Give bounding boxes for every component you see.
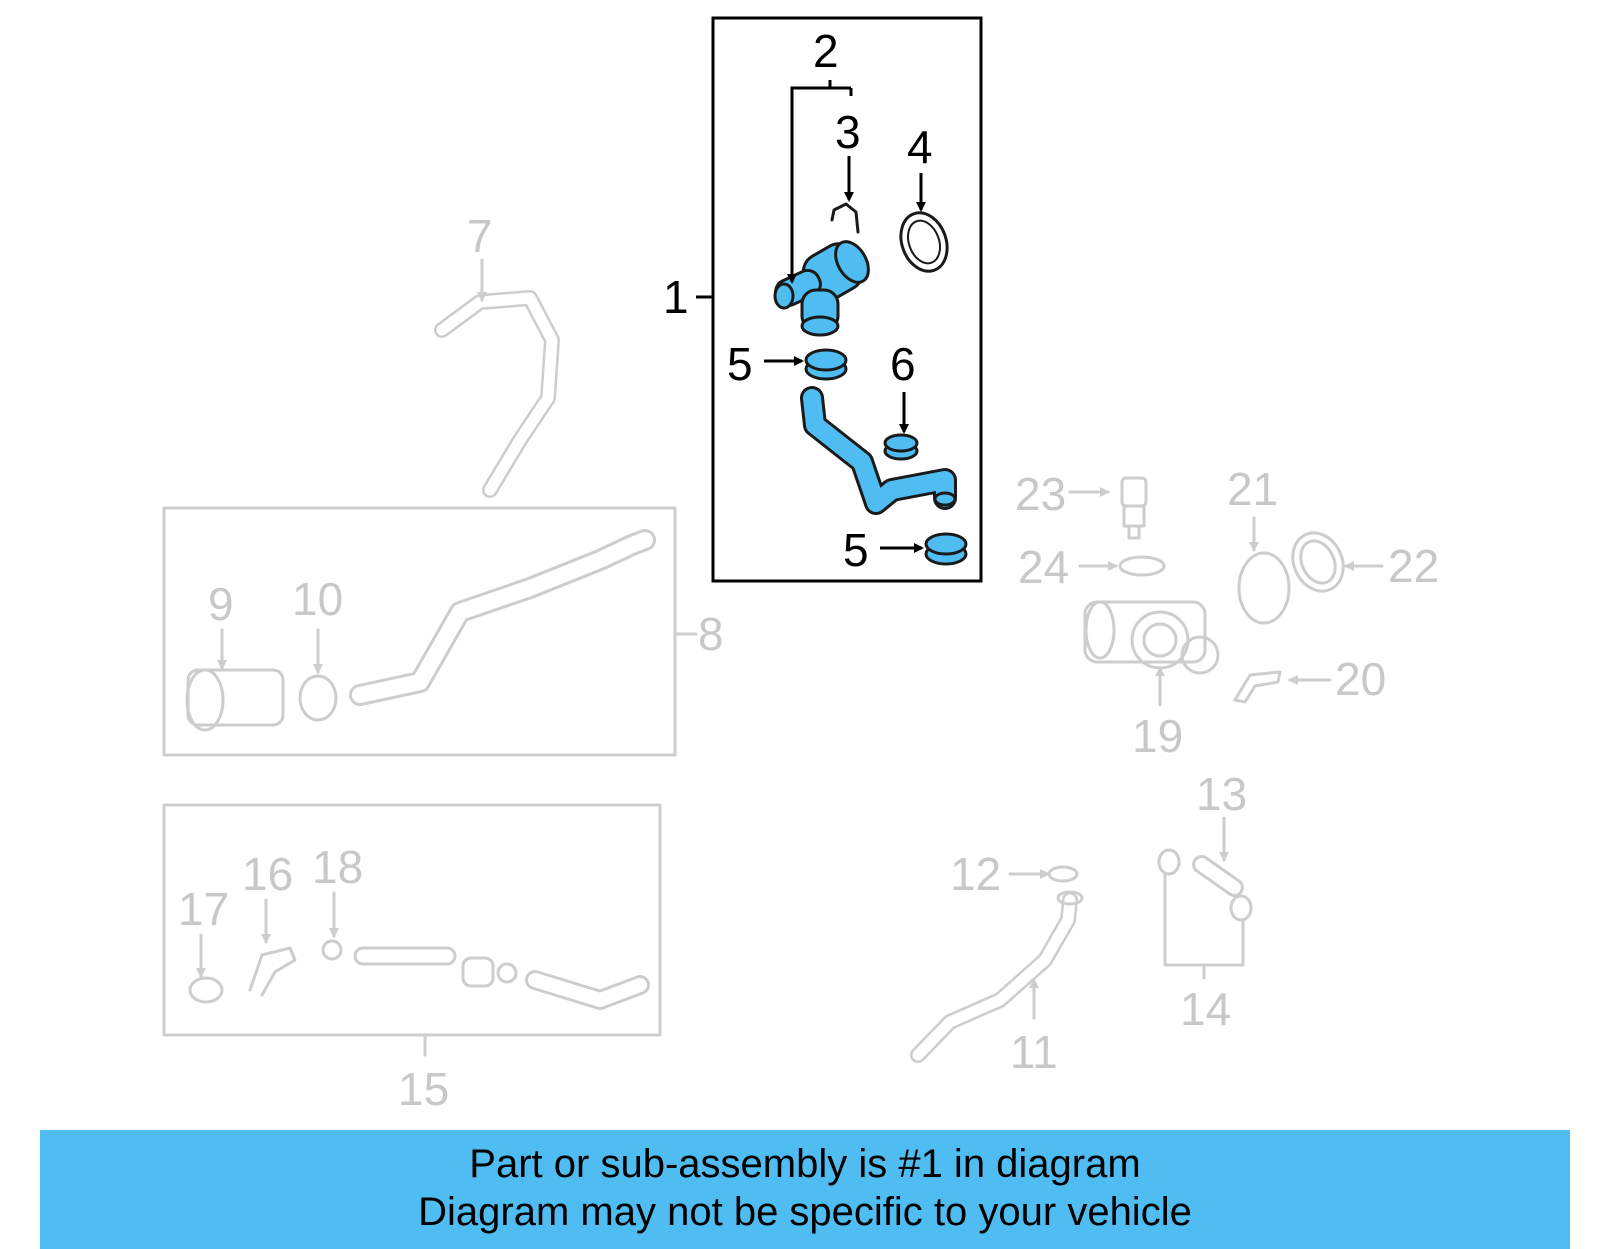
part-3-clip[interactable] — [830, 202, 860, 234]
callout-18: 18 — [312, 841, 363, 893]
callout-20: 20 — [1335, 653, 1386, 705]
part-4-gasket[interactable] — [893, 206, 955, 277]
part-20-bracket — [1233, 670, 1332, 704]
part-23-sensor — [1068, 476, 1148, 540]
callout-14: 14 — [1180, 983, 1231, 1035]
callout-19: 19 — [1132, 710, 1183, 762]
callout-23: 23 — [1015, 468, 1066, 520]
callout-22: 22 — [1388, 540, 1439, 592]
callout-10: 10 — [292, 573, 343, 625]
callout-13: 13 — [1196, 768, 1247, 820]
banner-line-1: Part or sub-assembly is #1 in diagram — [469, 1142, 1141, 1186]
callout-6: 6 — [890, 338, 916, 390]
callout-7: 7 — [467, 210, 493, 262]
callout-4: 4 — [907, 121, 933, 173]
callout-17: 17 — [178, 883, 229, 935]
part-7-pipe — [434, 258, 560, 498]
coolant-hose[interactable] — [800, 386, 957, 515]
callout-5-upper: 5 — [727, 338, 753, 390]
part-11-pipe — [910, 865, 1084, 1063]
part-5-clamp-lower[interactable] — [924, 532, 968, 566]
callout-5-lower: 5 — [843, 524, 869, 576]
sub-assembly-box-15 — [162, 803, 662, 1057]
callout-24: 24 — [1018, 541, 1069, 593]
callout-leaders-active — [764, 80, 926, 553]
part-13-14-fittings — [1157, 816, 1253, 980]
callout-3: 3 — [835, 106, 861, 158]
callout-12: 12 — [950, 848, 1001, 900]
assembly-box-1 — [696, 16, 983, 583]
part-24-oring — [1078, 555, 1166, 577]
callout-15: 15 — [398, 1063, 449, 1115]
callout-8: 8 — [698, 608, 724, 660]
callout-16: 16 — [242, 848, 293, 900]
part-19-thermostat-housing — [1083, 600, 1220, 707]
callout-2: 2 — [813, 25, 839, 77]
banner-line-2: Diagram may not be specific to your vehi… — [418, 1190, 1192, 1234]
callout-21: 21 — [1227, 463, 1278, 515]
part-6-cap[interactable] — [883, 433, 919, 461]
callout-11: 11 — [1010, 1026, 1058, 1078]
sub-assembly-box-8 — [162, 506, 698, 757]
part-2-outlet-pipe[interactable] — [772, 236, 875, 337]
part-5-clamp-upper[interactable] — [804, 348, 848, 381]
info-banner: Part or sub-assembly is #1 in diagram Di… — [40, 1130, 1570, 1249]
callout-9: 9 — [208, 578, 234, 630]
part-22-gasket — [1291, 531, 1384, 593]
part-21-oring — [1237, 516, 1291, 625]
callout-1: 1 — [663, 271, 689, 323]
